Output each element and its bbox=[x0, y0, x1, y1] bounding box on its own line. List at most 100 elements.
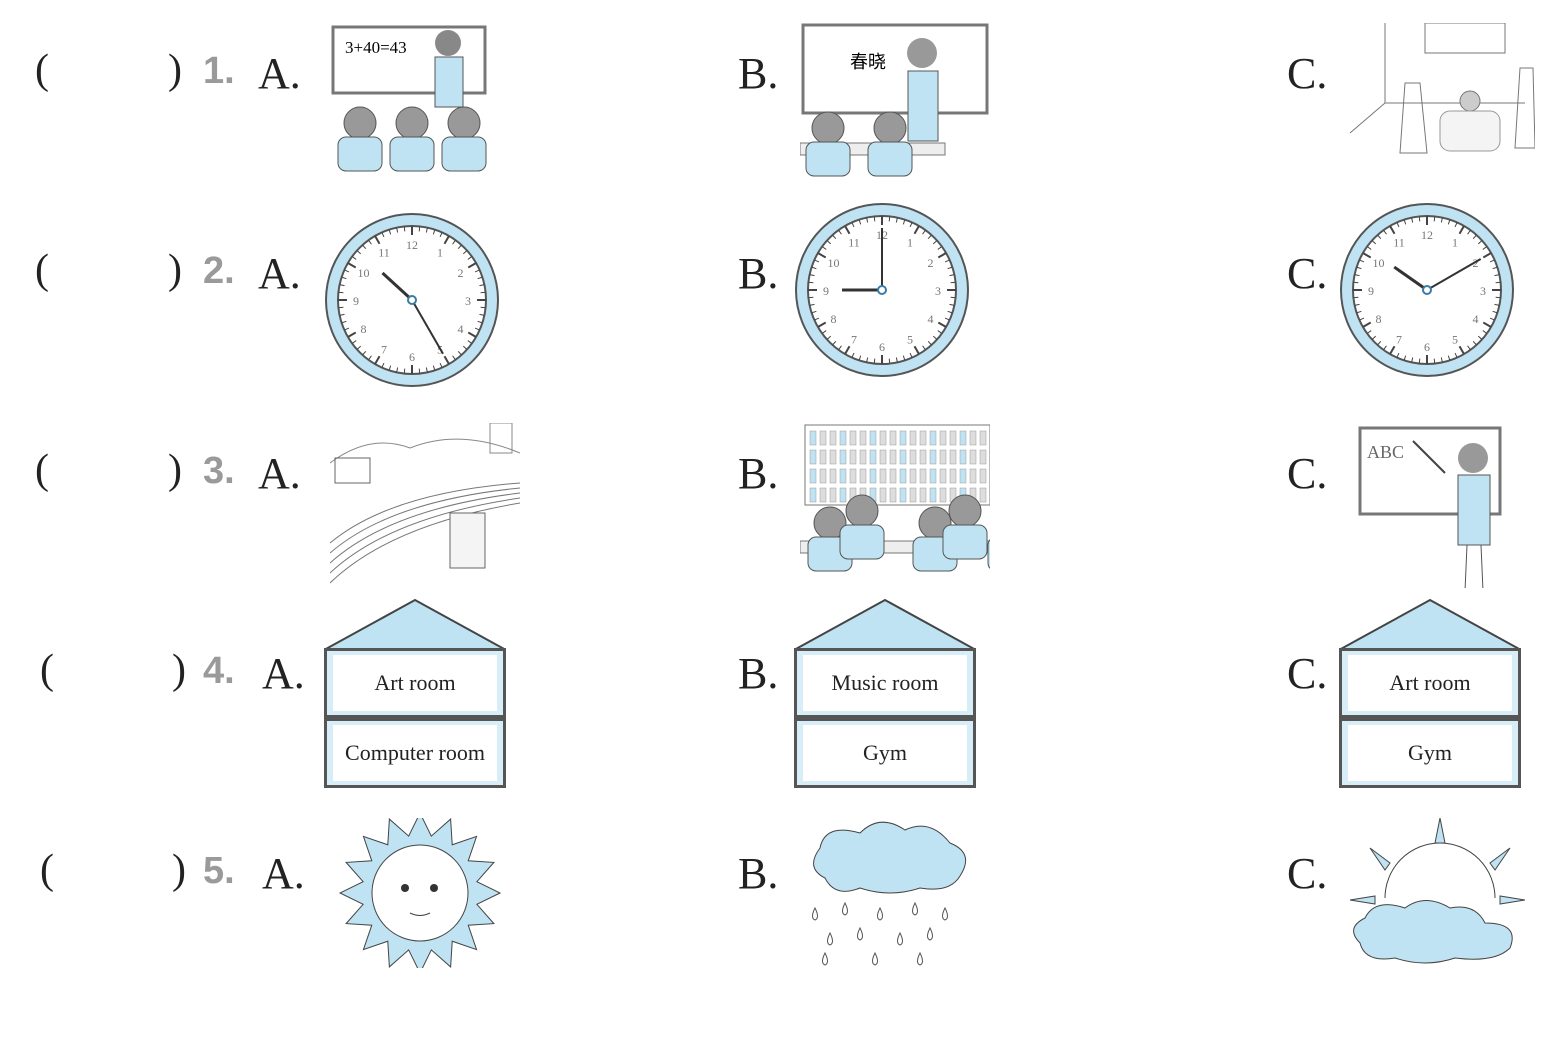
clock-number: 1 bbox=[1452, 236, 1458, 250]
minute-hand bbox=[411, 299, 444, 355]
option-picture[interactable] bbox=[1345, 22, 1536, 193]
clock-number: 8 bbox=[361, 322, 367, 336]
clock-number: 9 bbox=[1368, 284, 1374, 298]
clock-number: 6 bbox=[1424, 340, 1430, 354]
question-number: 1. bbox=[203, 50, 235, 92]
option-picture[interactable] bbox=[799, 423, 1036, 593]
answer-paren-open[interactable]: ( bbox=[40, 647, 54, 693]
answer-paren-open[interactable]: ( bbox=[35, 47, 49, 93]
answer-paren-close[interactable]: ) bbox=[168, 447, 182, 493]
clock-number: 5 bbox=[907, 332, 913, 346]
option-picture[interactable]: 121234567891011 bbox=[322, 210, 502, 395]
hour-hand bbox=[1393, 265, 1428, 292]
board-text: 3+40=43 bbox=[345, 38, 407, 57]
option-label-b[interactable]: B. bbox=[738, 849, 779, 898]
answer-paren-close[interactable]: ) bbox=[172, 847, 186, 893]
floor-label: Computer room bbox=[333, 725, 497, 781]
floor-label: Art room bbox=[333, 655, 497, 711]
option-label-c[interactable]: C. bbox=[1287, 449, 1328, 498]
clock-icon: 121234567891011 bbox=[325, 213, 499, 387]
answer-paren-close[interactable]: ) bbox=[168, 247, 182, 293]
board-text: ABC bbox=[1367, 442, 1404, 462]
clock-number: 6 bbox=[409, 350, 415, 364]
option-picture[interactable]: ABC bbox=[1345, 423, 1535, 593]
option-label-b[interactable]: B. bbox=[738, 649, 779, 698]
question-number: 4. bbox=[203, 650, 235, 692]
clock-number: 3 bbox=[1480, 284, 1486, 298]
house-floor: Art room bbox=[324, 648, 506, 718]
clock-number: 4 bbox=[457, 322, 463, 336]
english-class-picture: ABC bbox=[1358, 426, 1502, 592]
board-text: 春晓 bbox=[850, 52, 886, 73]
option-label-a[interactable]: A. bbox=[262, 849, 305, 898]
option-label-a[interactable]: A. bbox=[262, 649, 305, 698]
clock-number: 7 bbox=[1396, 332, 1402, 346]
option-label-c[interactable]: C. bbox=[1287, 249, 1328, 298]
option-label-a[interactable]: A. bbox=[258, 449, 301, 498]
clock-number: 1 bbox=[907, 236, 913, 250]
floor-label: Gym bbox=[803, 725, 967, 781]
option-label-c[interactable]: C. bbox=[1287, 49, 1328, 98]
floor-label: Music room bbox=[803, 655, 967, 711]
option-picture[interactable]: 春晓 bbox=[799, 23, 990, 193]
clock-number: 2 bbox=[457, 266, 463, 280]
clock-number: 11 bbox=[378, 246, 390, 260]
option-picture[interactable]: 3+40=43 bbox=[330, 23, 520, 193]
answer-paren-open[interactable]: ( bbox=[35, 247, 49, 293]
playground-picture bbox=[329, 422, 521, 584]
clock-icon: 121234567891011 bbox=[1340, 203, 1514, 377]
option-picture[interactable] bbox=[330, 811, 510, 975]
clock-number: 6 bbox=[879, 340, 885, 354]
option-label-b[interactable]: B. bbox=[738, 49, 779, 98]
clock-number: 4 bbox=[927, 312, 933, 326]
option-label-b[interactable]: B. bbox=[738, 249, 779, 298]
clock-number: 3 bbox=[465, 294, 471, 308]
clock-number: 10 bbox=[828, 256, 840, 270]
house-floor: Gym bbox=[794, 718, 976, 788]
question-5: () 5. A. B. C. bbox=[0, 811, 1564, 1048]
answer-paren-open[interactable]: ( bbox=[40, 847, 54, 893]
question-number: 2. bbox=[203, 250, 235, 292]
clock-number: 2 bbox=[927, 256, 933, 270]
question-number: 3. bbox=[203, 450, 235, 492]
math-class-picture: 3+40=43 bbox=[331, 25, 487, 172]
clock-number: 8 bbox=[831, 312, 837, 326]
option-label-c[interactable]: C. bbox=[1287, 649, 1328, 698]
floor-label: Gym bbox=[1348, 725, 1512, 781]
clock-number: 12 bbox=[1421, 228, 1433, 242]
option-picture[interactable]: 121234567891011 bbox=[1337, 200, 1517, 385]
answer-paren-close[interactable]: ) bbox=[172, 647, 186, 693]
answer-paren-open[interactable]: ( bbox=[35, 447, 49, 493]
house-floor: Art room bbox=[1339, 648, 1521, 718]
house-floor: Music room bbox=[794, 648, 976, 718]
clock-number: 8 bbox=[1376, 312, 1382, 326]
option-label-c[interactable]: C. bbox=[1287, 849, 1328, 898]
option-label-a[interactable]: A. bbox=[258, 49, 301, 98]
option-picture[interactable] bbox=[329, 422, 521, 593]
option-label-b[interactable]: B. bbox=[738, 449, 779, 498]
option-picture[interactable]: 121234567891011 bbox=[792, 200, 972, 385]
question-3: () 3. A. B. C. ABC bbox=[0, 422, 1564, 648]
option-label-a[interactable]: A. bbox=[258, 249, 301, 298]
chinese-class-picture: 春晓 bbox=[799, 23, 989, 177]
art-room-picture bbox=[1349, 22, 1536, 154]
option-picture[interactable] bbox=[800, 818, 980, 973]
option-picture[interactable] bbox=[1345, 817, 1526, 973]
hour-hand bbox=[381, 271, 414, 302]
clock-number: 1 bbox=[437, 246, 443, 260]
clock-number: 3 bbox=[935, 284, 941, 298]
clock-number: 11 bbox=[848, 236, 860, 250]
question-number: 5. bbox=[203, 850, 235, 892]
clock-number: 12 bbox=[406, 238, 418, 252]
roof-icon bbox=[324, 598, 506, 650]
answer-paren-close[interactable]: ) bbox=[168, 47, 182, 93]
minute-hand bbox=[1426, 258, 1482, 291]
clock-number: 7 bbox=[381, 342, 387, 356]
clock-number: 10 bbox=[1373, 256, 1385, 270]
clock-number: 11 bbox=[1393, 236, 1405, 250]
roof-icon bbox=[1339, 598, 1521, 650]
